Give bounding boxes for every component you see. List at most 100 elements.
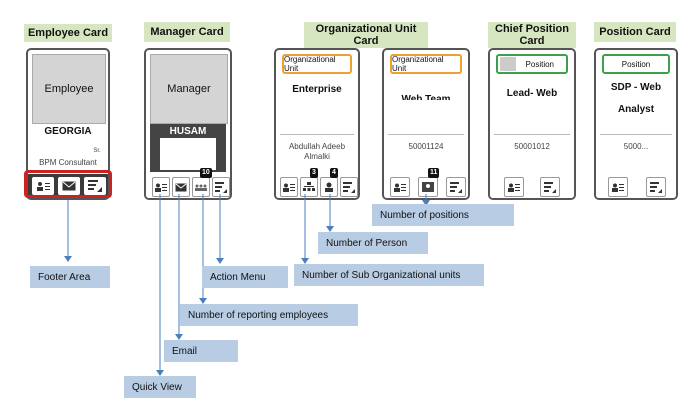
- org-unit-card-footer: 3 4: [276, 168, 358, 198]
- action-menu-button[interactable]: [340, 177, 358, 197]
- position-name-divider: [600, 98, 672, 104]
- label-action-menu: Action Menu: [202, 266, 288, 288]
- position-icon: [422, 182, 434, 192]
- sub-units-arrow: [301, 258, 309, 264]
- email-arrow: [175, 334, 183, 340]
- org-unit-tag: Organizational Unit: [390, 54, 462, 74]
- person-list-icon: [612, 183, 624, 192]
- org-unit-separator: [388, 134, 464, 135]
- envelope-icon: [62, 181, 76, 191]
- position-name-line2: Analyst: [617, 104, 655, 115]
- employee-name: GEORGIA: [44, 126, 92, 137]
- persons-arrow: [326, 226, 334, 232]
- person-icon: [325, 182, 333, 192]
- chief-position-name: Lead- Web: [506, 88, 558, 99]
- label-quick-view: Quick View: [124, 376, 196, 398]
- org-unit-card-web-team: Organizational Unit Web Team 50001124 11: [382, 48, 470, 200]
- org-unit-card-footer: 11: [384, 168, 468, 198]
- org-unit-separator: [280, 134, 354, 135]
- chief-position-separator: [494, 134, 570, 135]
- person-list-icon: [508, 183, 520, 192]
- sub-units-button[interactable]: [300, 177, 318, 197]
- footer-area-arrow: [64, 256, 72, 262]
- position-tag: Position: [602, 54, 670, 74]
- chief-position-code: 50001012: [514, 142, 550, 151]
- quick-view-button[interactable]: [390, 177, 410, 197]
- org-unit-card-header: Organizational Unit Card: [304, 22, 428, 48]
- chief-position-tag-label: Position: [525, 59, 554, 69]
- position-card-footer: [596, 174, 676, 198]
- action-menu-button[interactable]: [646, 177, 666, 197]
- menu-icon: [343, 181, 355, 193]
- action-menu-button[interactable]: [84, 177, 106, 195]
- org-unit-person-line2: Almalki: [304, 152, 330, 161]
- reporting-arrow: [199, 298, 207, 304]
- reporting-count-badge: 10: [200, 168, 212, 178]
- position-code: 5000...: [623, 142, 649, 151]
- person-list-icon: [37, 182, 50, 191]
- chief-position-card-header: Chief Position Card: [488, 22, 576, 48]
- manager-card-header: Manager Card: [144, 22, 230, 42]
- positions-count-badge: 11: [428, 168, 440, 178]
- action-menu-button[interactable]: [212, 177, 230, 197]
- quick-view-button[interactable]: [32, 177, 54, 195]
- label-positions: Number of positions: [372, 204, 514, 226]
- person-list-icon: [155, 183, 167, 192]
- manager-name: HUSAM: [169, 126, 207, 137]
- quick-view-button[interactable]: [504, 177, 524, 197]
- chief-position-card: Position Lead- Web 50001012: [488, 48, 576, 200]
- email-button[interactable]: [58, 177, 80, 195]
- org-unit-name-divider: [388, 100, 464, 106]
- manager-detail-box: [160, 138, 216, 170]
- label-reporting: Number of reporting employees: [180, 304, 358, 326]
- org-unit-name: Enterprise: [292, 84, 342, 95]
- label-persons: Number of Person: [318, 232, 428, 254]
- position-card-header: Position Card: [594, 22, 676, 42]
- employee-card-header: Employee Card: [24, 24, 112, 42]
- menu-icon: [88, 180, 102, 192]
- org-unit-person-line1: Abdullah Adeeb: [288, 142, 346, 151]
- employee-role-suffix: Sr.: [93, 148, 101, 154]
- label-sub-units: Number of Sub Organizational units: [294, 264, 484, 286]
- org-unit-code: 50001124: [408, 142, 444, 151]
- quick-view-button[interactable]: [280, 177, 298, 197]
- position-separator: [600, 134, 672, 135]
- positions-arrow: [422, 200, 430, 206]
- chief-position-tag: Position: [496, 54, 568, 74]
- org-unit-name: Web Team: [384, 94, 468, 105]
- menu-icon: [450, 181, 462, 193]
- team-icon: [195, 184, 207, 191]
- org-unit-tag: Organizational Unit: [282, 54, 352, 74]
- persons-button[interactable]: [320, 177, 338, 197]
- envelope-icon: [175, 183, 187, 191]
- position-avatar-icon: [500, 57, 516, 71]
- email-button[interactable]: [172, 177, 190, 197]
- quick-view-arrow: [156, 370, 164, 376]
- menu-icon: [650, 181, 662, 193]
- action-menu-button[interactable]: [540, 177, 560, 197]
- persons-count-badge: 4: [330, 168, 338, 178]
- manager-card-footer: 10: [146, 168, 230, 198]
- employee-card-footer: [28, 174, 108, 198]
- manager-card: Manager HUSAM 10: [144, 48, 232, 200]
- sub-units-count-badge: 3: [310, 168, 318, 178]
- org-chart-icon: [303, 182, 315, 191]
- employee-photo: Employee: [32, 54, 106, 124]
- action-menu-button[interactable]: [446, 177, 466, 197]
- quick-view-button[interactable]: [152, 177, 170, 197]
- footer-highlight-box: [24, 170, 112, 198]
- label-footer-area: Footer Area: [30, 266, 110, 288]
- org-unit-card-enterprise: Organizational Unit Enterprise Abdullah …: [274, 48, 360, 200]
- quick-view-button[interactable]: [608, 177, 628, 197]
- position-card: Position SDP - Web Analyst 5000...: [594, 48, 678, 200]
- action-menu-arrow: [216, 258, 224, 264]
- employee-role: BPM Consultant: [39, 158, 97, 167]
- label-email: Email: [164, 340, 238, 362]
- menu-icon: [215, 181, 227, 193]
- employee-card: Employee GEORGIA Sr. BPM Consultant: [26, 48, 110, 200]
- person-list-icon: [283, 183, 295, 192]
- person-list-icon: [394, 183, 406, 192]
- chief-position-card-footer: [490, 174, 574, 198]
- manager-photo: Manager: [150, 54, 228, 124]
